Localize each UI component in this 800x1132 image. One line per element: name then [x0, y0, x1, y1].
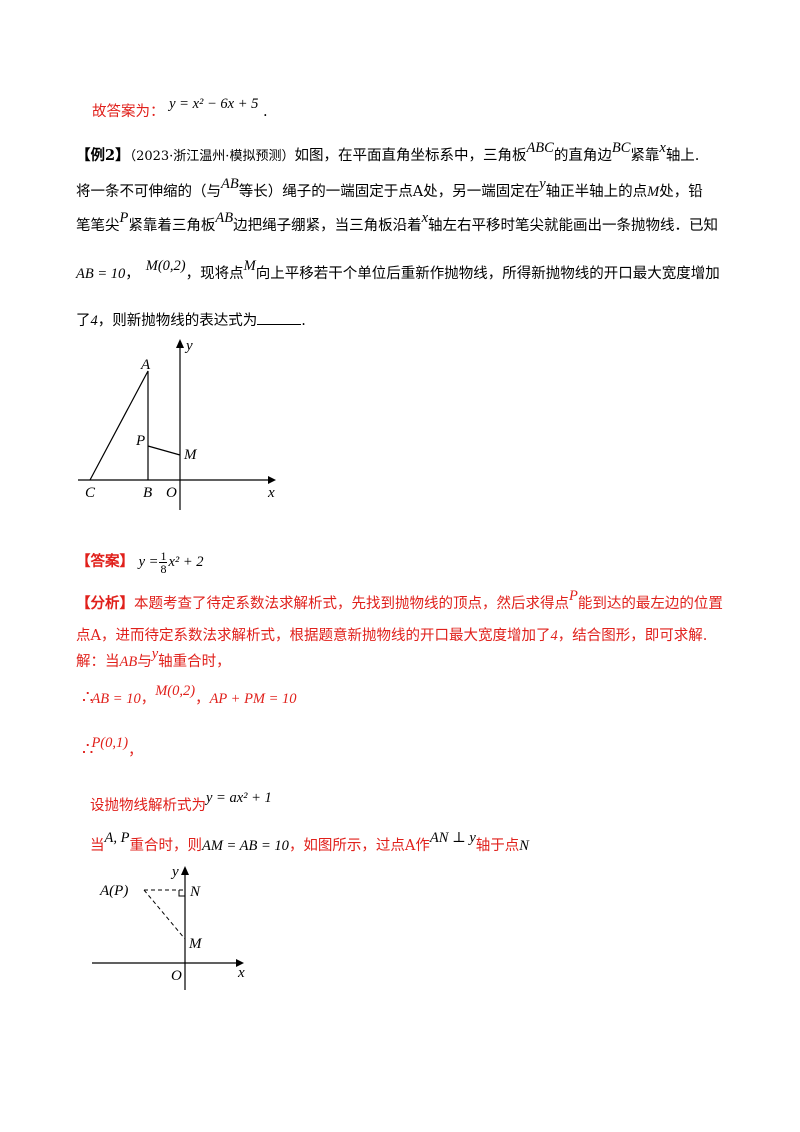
- example-line-3: 笔笔尖P紧靠着三角板AB边把绳子绷紧，当三角板沿着x轴左右平移时笔尖就能画出一条…: [76, 210, 719, 234]
- example-tag: 【例2】: [76, 147, 130, 164]
- label-o: O: [171, 968, 182, 984]
- y-axis-arrow: [176, 339, 184, 348]
- analysis-line-7: 当A, P重合时，则AM = AB = 10，如图所示，过点A作AN ⊥ y轴于…: [90, 830, 529, 854]
- analysis-line-5: ∴P(0,1)，: [82, 735, 143, 760]
- answer-formula: y = x² − 6x + 5: [169, 96, 259, 112]
- label-a: A: [140, 357, 151, 373]
- example-line-5: 了4，则新抛物线的表达式为.: [76, 310, 740, 331]
- x-axis-arrow: [268, 476, 276, 484]
- label-n: N: [189, 884, 201, 900]
- example-line-1: 【例2】（2023·浙江温州·模拟预测）如图，在平面直角坐标系中，三角板ABC的…: [76, 140, 700, 164]
- analysis-line-4: ∴AB = 10，M(0,2)，AP + PM = 10: [82, 683, 297, 708]
- answer-tag: 【答案】: [76, 552, 134, 570]
- label-y: y: [170, 864, 179, 880]
- label-y: y: [184, 338, 193, 354]
- example-line-4: AB = 10，M(0,2)，现将点M向上平移若干个单位后重新作抛物线，所得新抛…: [76, 258, 720, 282]
- right-angle-mark: [178, 890, 185, 897]
- figure-triangle-board: A P M C B O x y: [78, 338, 276, 510]
- label-o: O: [166, 485, 177, 501]
- segment-am: [143, 889, 186, 940]
- previous-answer: 故答案为： y = x² − 6x + 5 .: [92, 96, 268, 120]
- x-axis-arrow: [236, 959, 244, 967]
- analysis-line-3: 解：当AB与y轴重合时，: [76, 646, 231, 670]
- triangle-abc: [89, 370, 149, 481]
- label-x: x: [267, 485, 275, 501]
- label-b: B: [143, 485, 152, 501]
- answer-blank: [257, 310, 302, 325]
- analysis-line-1: 【分析】本题考查了待定系数法求解析式，先找到抛物线的顶点，然后求得点P能到达的最…: [76, 588, 723, 612]
- segment-pm: [147, 445, 181, 456]
- analysis-line-6: 设抛物线解析式为y = ax² + 1: [90, 790, 272, 814]
- y-axis-arrow: [181, 866, 189, 875]
- label-m: M: [188, 936, 203, 952]
- example-line-2: 将一条不可伸缩的（与AB等长）绳子的一端固定于点A处，另一端固定在y轴正半轴上的…: [76, 176, 703, 200]
- analysis-tag: 【分析】: [76, 595, 134, 612]
- label-p: P: [135, 433, 145, 449]
- figure-ap-construction: A(P) N M O x y: [92, 864, 245, 990]
- answer-label: 故答案为：: [92, 104, 165, 120]
- label-m: M: [183, 447, 198, 463]
- label-ap: A(P): [99, 883, 128, 899]
- label-c: C: [85, 485, 96, 501]
- label-x: x: [237, 965, 245, 981]
- analysis-line-2: 点A，进而待定系数法求解析式，根据题意新抛物线的开口最大宽度增加了4，结合图形，…: [76, 628, 708, 644]
